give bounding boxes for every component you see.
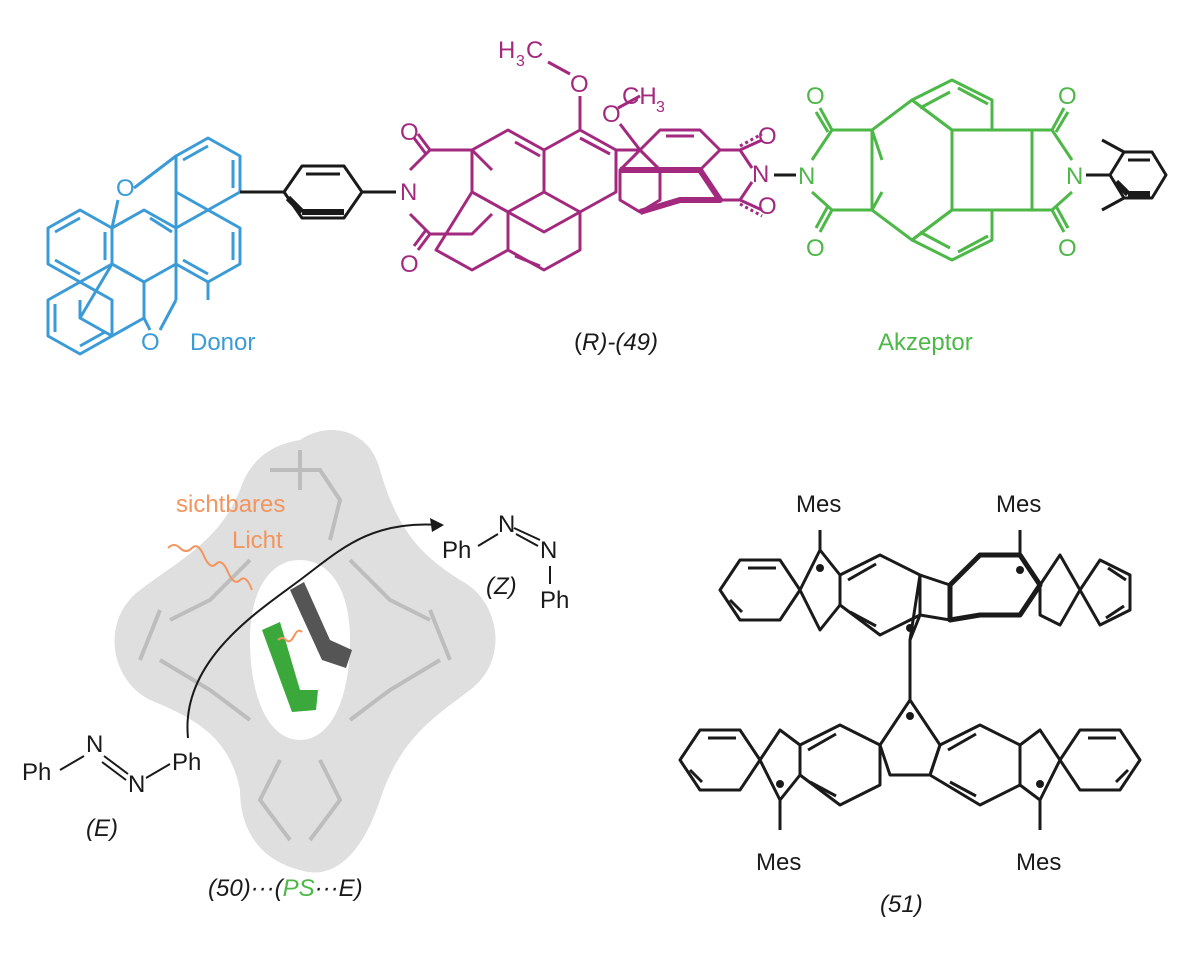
methoxy2-sub: 3 <box>656 99 665 116</box>
z-bonds <box>477 527 551 584</box>
methoxy1-sub: 3 <box>516 53 525 70</box>
e-ph-right: Ph <box>172 749 201 776</box>
e-n2: N <box>128 771 145 798</box>
methoxy1-c: C <box>526 37 543 64</box>
acceptor-fragment <box>810 78 1074 262</box>
methoxy1-oxygen: O <box>570 71 589 98</box>
z-n1: N <box>498 511 515 538</box>
acceptor-label: Akzeptor <box>878 329 973 356</box>
cage-molecular-model <box>114 430 496 873</box>
ndi-oxygen-tr: O <box>1058 83 1077 110</box>
light-label-line1: sichtbares <box>176 491 285 518</box>
terminal-aryl <box>1086 138 1168 212</box>
guest-molecule-green <box>262 622 318 712</box>
radical-dots <box>776 564 1044 788</box>
ndi-oxygen-bl: O <box>806 235 825 262</box>
methoxy2-oxygen: O <box>602 101 621 128</box>
isomerization-arrow <box>186 523 441 739</box>
z-ph-bottom: Ph <box>540 587 569 614</box>
light-label-line2: Licht <box>232 527 283 554</box>
imide1-oxygen-top: O <box>400 119 419 146</box>
e-n1: N <box>86 731 103 758</box>
ndi-oxygen-tl: O <box>806 83 825 110</box>
z-label: (Z) <box>486 573 517 600</box>
mes-label-bottom-right: Mes <box>1016 849 1061 876</box>
e-ph-left: Ph <box>22 759 51 786</box>
z-n2: N <box>540 537 557 564</box>
light-wave-icon <box>167 544 253 591</box>
arrow-head-icon <box>430 518 444 532</box>
methoxy1-h: H <box>498 37 515 64</box>
imide2-oxygen-bottom: O <box>758 193 777 220</box>
donor-label: Donor <box>190 329 255 356</box>
compound-51-structure <box>678 530 1142 830</box>
mes-label-top-left: Mes <box>796 491 841 518</box>
mes-label-bottom-left: Mes <box>756 849 801 876</box>
ndi-oxygen-br: O <box>1058 235 1077 262</box>
e-bonds <box>59 755 171 781</box>
imide2-nitrogen: N <box>752 161 769 188</box>
phenylene-linker <box>240 164 396 220</box>
compound-49-label: (R)-(49) <box>574 329 658 356</box>
compound-51-caption: (51) <box>880 891 923 918</box>
methoxy2-ch: CH <box>622 83 657 110</box>
imide1-oxygen-bottom: O <box>400 251 419 278</box>
donor-fragment <box>46 136 242 356</box>
guest-molecule-gray <box>290 582 352 668</box>
chiral-naphthalimide-fragment <box>408 60 763 272</box>
compound-50-caption: (50)···(PS···E) <box>208 875 363 902</box>
imide2-oxygen-top: O <box>758 123 777 150</box>
ndi-nitrogen-right: N <box>1066 163 1083 190</box>
e-label: (E) <box>86 815 118 842</box>
xanthene-oxygen-bottom: O <box>141 329 160 356</box>
xanthene-oxygen-top: O <box>116 175 135 202</box>
imide1-nitrogen: N <box>400 179 417 206</box>
mes-label-top-right: Mes <box>996 491 1041 518</box>
ndi-nitrogen-left: N <box>798 163 815 190</box>
light-wave-small-icon <box>277 629 303 643</box>
z-ph-top: Ph <box>442 537 471 564</box>
